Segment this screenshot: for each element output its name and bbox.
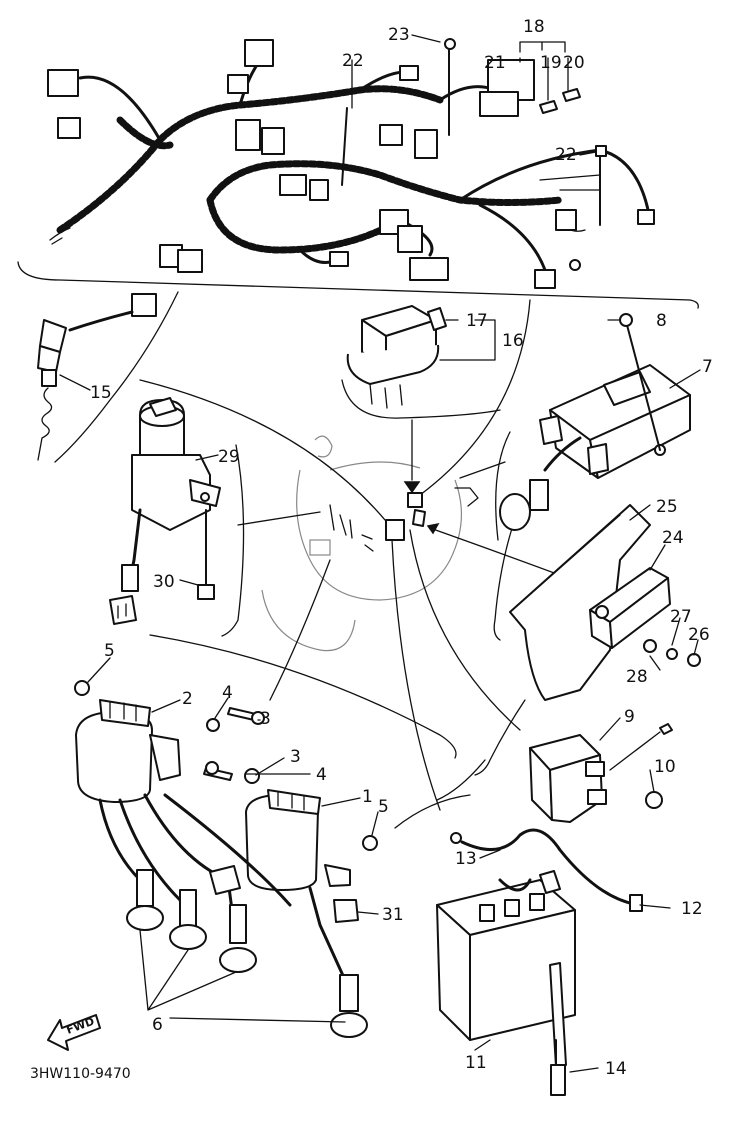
wire-harness — [47, 38, 655, 289]
callout-10: 10 — [654, 757, 676, 777]
forward-arrow-icon: FWD — [47, 1014, 101, 1051]
callout-25: 25 — [656, 497, 678, 517]
callout-27: 27 — [670, 607, 692, 627]
callout-17: 17 — [466, 311, 488, 331]
igniter-unit-7 — [499, 313, 691, 531]
callout-4-top: 4 — [222, 683, 233, 703]
callout-6: 6 — [152, 1015, 163, 1035]
callout-12: 12 — [681, 899, 703, 919]
callout-2: 2 — [182, 689, 193, 709]
callout-3-bottom: 3 — [290, 747, 301, 767]
group-brackets — [17, 261, 699, 829]
callout-22-right: 22 — [555, 145, 577, 165]
ignition-coil-1 — [245, 789, 378, 923]
callout-15: 15 — [90, 383, 112, 403]
callout-7: 7 — [702, 357, 713, 377]
centre-mounting-cluster — [329, 487, 479, 552]
callout-28: 28 — [626, 667, 648, 687]
callout-13: 13 — [455, 849, 477, 869]
callout-18: 18 — [523, 17, 545, 37]
starter-relay-9 — [529, 723, 673, 823]
main-switch-29 — [109, 397, 221, 625]
callout-19: 19 — [540, 53, 562, 73]
callout-20: 20 — [563, 53, 585, 73]
callout-3-top: 3 — [260, 709, 271, 729]
diagram-code: 3HW110-9470 — [30, 1066, 131, 1082]
callout-5-bottom: 5 — [378, 797, 389, 817]
callout-14: 14 — [605, 1059, 627, 1079]
motorcycle-outline — [261, 435, 462, 652]
battery-11 — [436, 828, 643, 1096]
callout-8: 8 — [656, 311, 667, 331]
callout-22-top: 22 — [342, 51, 364, 71]
ignition-coil-2 — [74, 680, 265, 803]
leader-lines — [139, 299, 601, 811]
spark-plug-leads-6 — [98, 793, 368, 1038]
callout-leaders — [59, 34, 701, 1073]
callout-24: 24 — [662, 528, 684, 548]
callout-11: 11 — [465, 1053, 487, 1073]
callout-21: 21 — [484, 53, 506, 73]
relay-16 — [346, 305, 447, 409]
callout-4-bottom: 4 — [316, 765, 327, 785]
callout-23: 23 — [388, 25, 410, 45]
callout-30: 30 — [153, 572, 175, 592]
callout-9: 9 — [624, 707, 635, 727]
callout-26: 26 — [688, 625, 710, 645]
callout-numbers: 18 21 19 20 23 22 22 17 16 8 7 15 29 30 … — [90, 17, 713, 1079]
callout-16: 16 — [502, 331, 524, 351]
rectifier-regulator-24 — [509, 504, 701, 701]
callout-29: 29 — [218, 447, 240, 467]
callout-5-top: 5 — [104, 641, 115, 661]
callout-31: 31 — [382, 905, 404, 925]
sensor-15 — [37, 293, 157, 461]
callout-1: 1 — [362, 787, 373, 807]
